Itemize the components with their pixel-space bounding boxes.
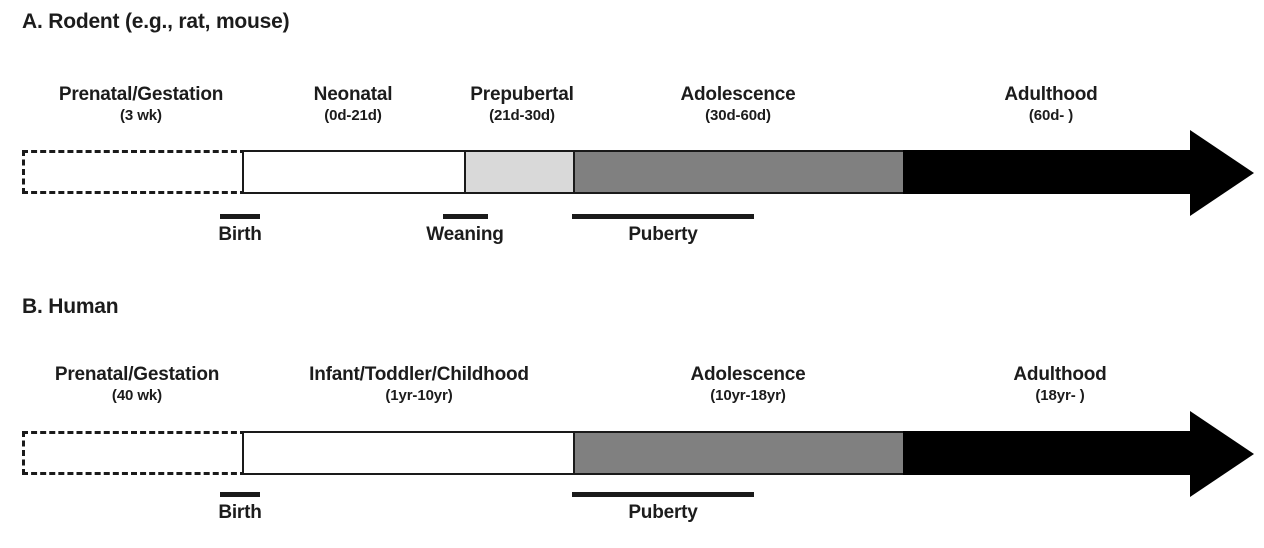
- stage-range: (18yr- ): [1035, 387, 1085, 404]
- timeline-segment-adulthood-rodent: [903, 150, 1197, 194]
- stage-label-neonatal-rodent: Neonatal (0d-21d): [283, 84, 423, 126]
- marker-caption-birth-human: Birth: [218, 502, 262, 523]
- stage-range: (21d-30d): [489, 107, 555, 124]
- marker-caption-puberty-rodent: Puberty: [628, 224, 698, 245]
- stage-range: (40 wk): [111, 387, 163, 404]
- timeline-segment-prenatal-gestation-human: [22, 431, 246, 475]
- timeline-segment-adolescence-human: [573, 431, 905, 475]
- stage-range: (30d-60d): [705, 107, 771, 124]
- stage-range: (60d- ): [1028, 107, 1074, 124]
- stage-label-adulthood-human: Adulthood (18yr- ): [965, 364, 1155, 406]
- stage-label-prenatal-gestation-human: Prenatal/Gestation (40 wk): [18, 364, 256, 406]
- marker-caption-puberty-human: Puberty: [628, 502, 698, 523]
- stage-name: Adulthood: [1004, 84, 1098, 105]
- stage-name: Adolescence: [690, 364, 806, 385]
- stage-range: (1yr-10yr): [385, 387, 453, 404]
- timeline-arrowhead-human: [1190, 411, 1254, 497]
- timeline-segment-prenatal-gestation-rodent: [22, 150, 246, 194]
- stage-label-infant-toddler-childhood-human: Infant/Toddler/Childhood (1yr-10yr): [258, 364, 580, 406]
- stage-range: (0d-21d): [324, 107, 382, 124]
- marker-tick-puberty-rodent: [572, 214, 754, 219]
- stage-name: Adolescence: [680, 84, 796, 105]
- stage-name: Neonatal: [313, 84, 393, 105]
- marker-tick-birth-rodent: [220, 214, 260, 219]
- stage-label-prenatal-gestation-rodent: Prenatal/Gestation (3 wk): [22, 84, 260, 126]
- timeline-segment-adulthood-human: [903, 431, 1197, 475]
- timeline-segment-prepubertal-rodent: [464, 150, 575, 194]
- marker-caption-birth-rodent: Birth: [218, 224, 262, 245]
- stage-name: Prenatal/Gestation: [58, 84, 224, 105]
- timeline-segment-adolescence-rodent: [573, 150, 905, 194]
- marker-tick-puberty-human: [572, 492, 754, 497]
- stage-name: Infant/Toddler/Childhood: [309, 364, 529, 385]
- stage-range: (3 wk): [120, 107, 162, 124]
- stage-label-prepubertal-rodent: Prepubertal (21d-30d): [441, 84, 603, 126]
- stage-label-adolescence-rodent: Adolescence (30d-60d): [640, 84, 836, 126]
- stage-name: Adulthood: [1013, 364, 1107, 385]
- stage-name: Prepubertal: [470, 84, 574, 105]
- marker-caption-weaning-rodent: Weaning: [426, 224, 504, 245]
- timeline-segment-infant-toddler-childhood-human: [242, 431, 575, 475]
- timeline-arrowhead-rodent: [1190, 130, 1254, 216]
- stage-label-adolescence-human: Adolescence (10yr-18yr): [650, 364, 846, 406]
- stage-label-adulthood-rodent: Adulthood (60d- ): [956, 84, 1146, 126]
- marker-tick-weaning-rodent: [443, 214, 488, 219]
- stage-name: Prenatal/Gestation: [54, 364, 220, 385]
- stage-range: (10yr-18yr): [710, 387, 786, 404]
- timeline-segment-neonatal-rodent: [242, 150, 466, 194]
- panel-a-heading: A. Rodent (e.g., rat, mouse): [22, 10, 290, 33]
- marker-tick-birth-human: [220, 492, 260, 497]
- panel-b-heading: B. Human: [22, 295, 119, 318]
